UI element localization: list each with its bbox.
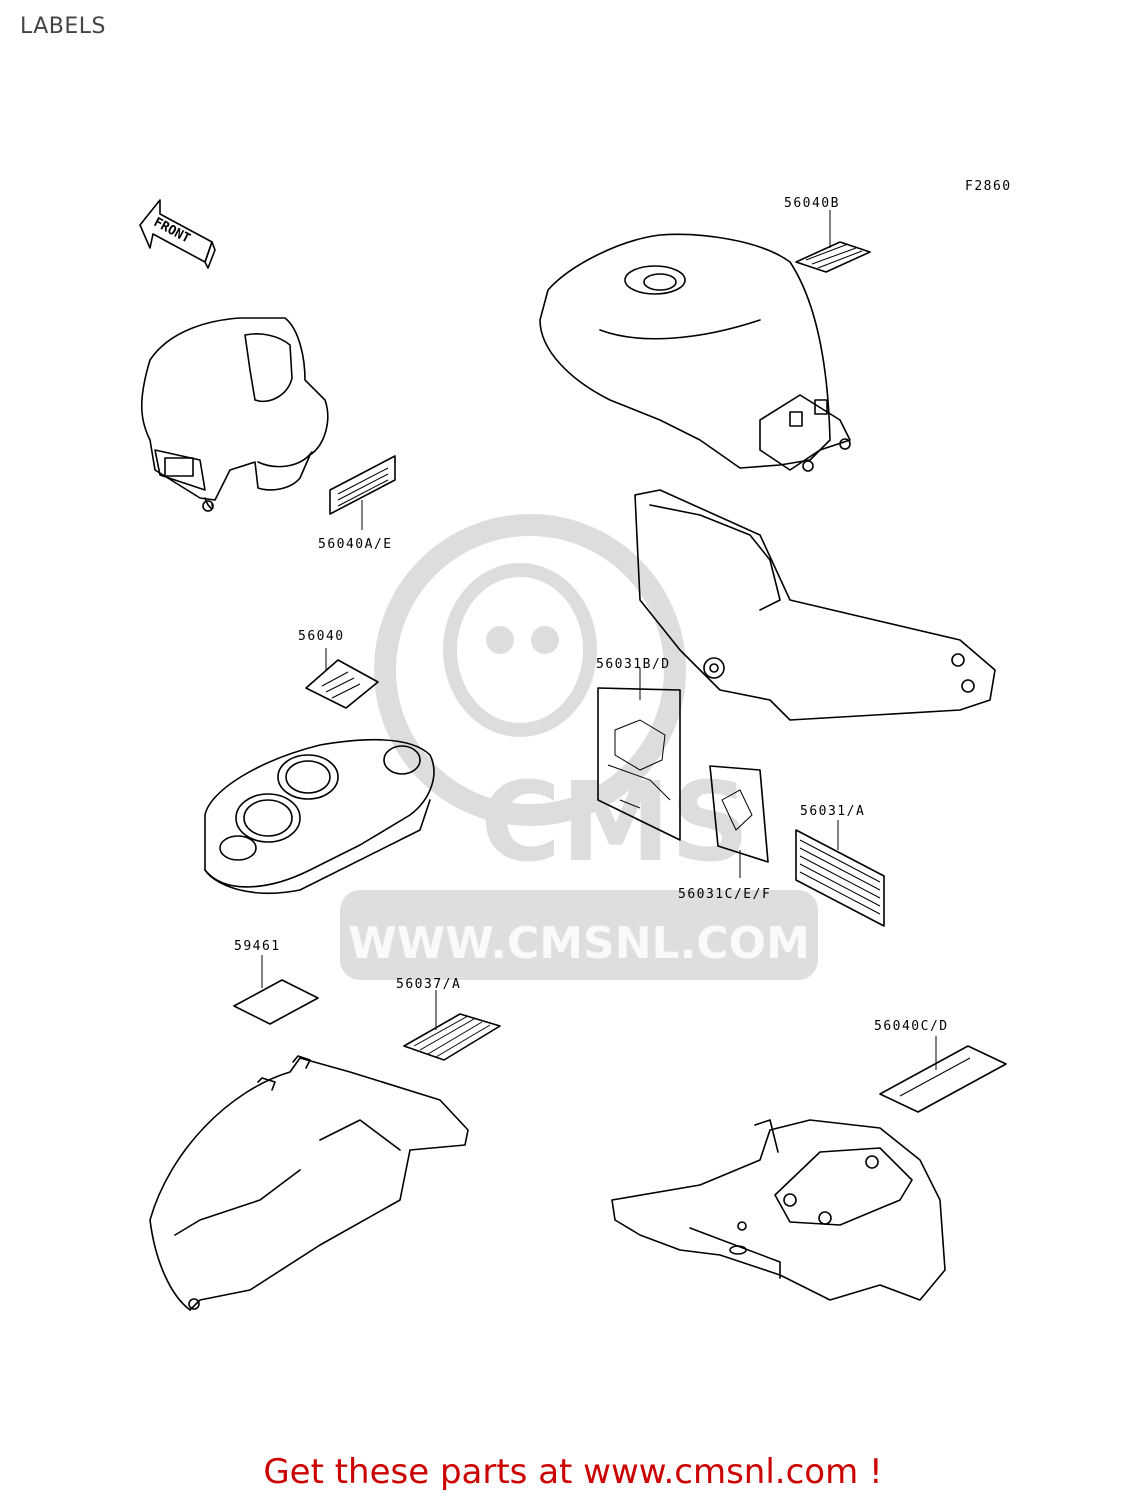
label-sticker-56037a — [403, 990, 501, 1061]
watermark-logo: CMS — [340, 514, 818, 980]
part-label-56040ae: 56040A/E — [318, 537, 393, 552]
footer-parts-link[interactable]: Get these parts at www.cmsnl.com ! — [263, 1452, 883, 1492]
figure-code: F2860 — [965, 179, 1012, 194]
rear-fender-part — [149, 1055, 469, 1311]
label-sticker-59461 — [233, 955, 319, 1025]
meter-cover-part — [204, 738, 435, 894]
label-sticker-56040ae — [329, 455, 396, 530]
label-sticker-56031cef — [709, 765, 769, 878]
part-label-56040b: 56040B — [784, 196, 840, 211]
page-title: LABELS — [20, 14, 107, 39]
part-label-56037a: 56037/A — [396, 977, 461, 992]
label-sticker-56040b — [795, 210, 871, 273]
label-sticker-56031a — [795, 820, 885, 927]
label-sticker-56040 — [305, 648, 379, 709]
watermark-url: WWW.CMSNL.COM — [348, 918, 810, 969]
cowl-part — [140, 317, 329, 512]
fuel-tank-part — [539, 233, 851, 472]
part-label-56031a: 56031/A — [800, 804, 865, 819]
side-cover-part — [634, 489, 996, 721]
label-sticker-56031bd — [597, 668, 681, 841]
part-label-56031cef: 56031C/E/F — [678, 887, 771, 902]
front-arrow-icon: FRONT — [139, 199, 216, 269]
part-label-56040: 56040 — [298, 629, 345, 644]
part-label-59461: 59461 — [234, 939, 281, 954]
watermark-brand: CMS — [480, 758, 749, 886]
label-sticker-56040cd — [879, 1036, 1007, 1113]
part-label-56031bd: 56031B/D — [596, 657, 671, 672]
tail-cowl-part — [611, 1119, 946, 1301]
part-label-56040cd: 56040C/D — [874, 1019, 949, 1034]
